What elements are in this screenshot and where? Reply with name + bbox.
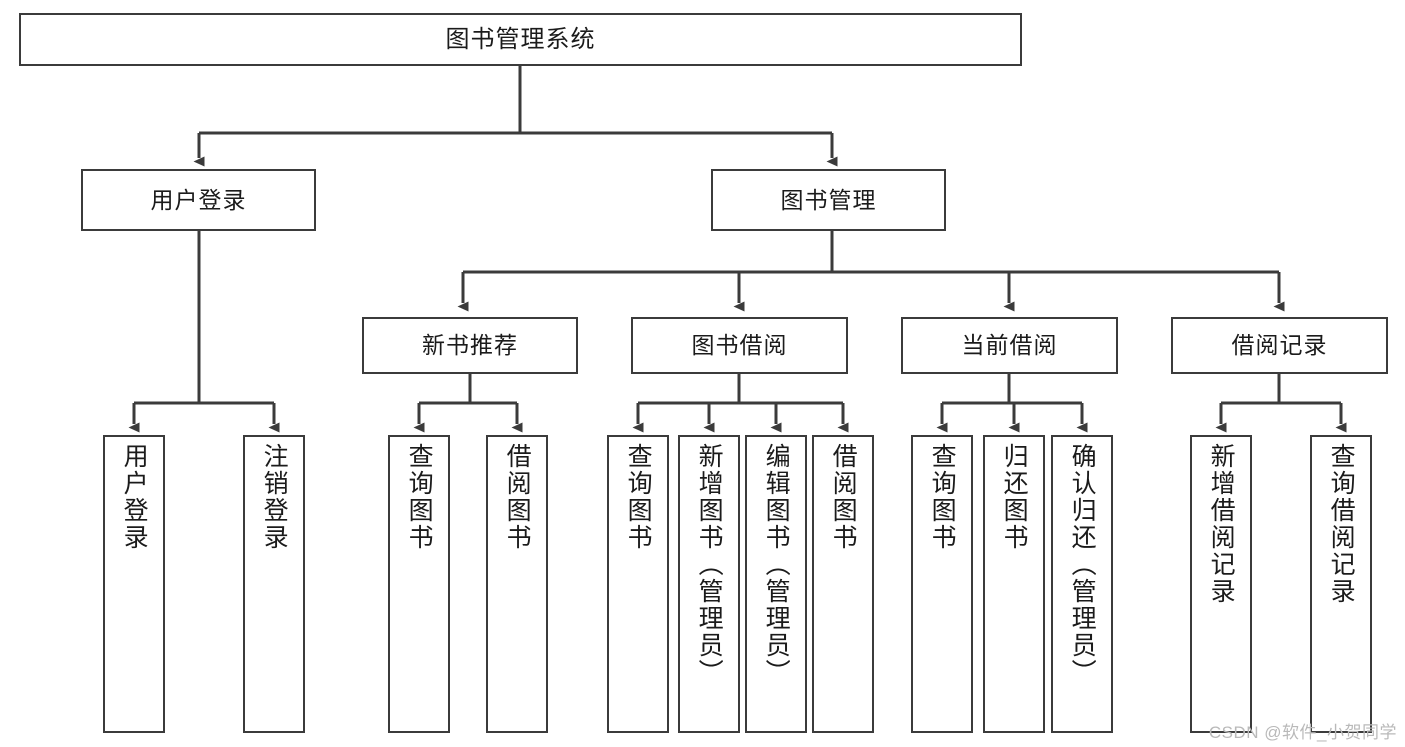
node-leaf-query-record[interactable]: 查询借阅记录 xyxy=(1310,435,1372,733)
node-leaf-borrow-book-1-label: 借阅图书 xyxy=(503,443,532,551)
node-leaf-edit-book-label: 编辑图书（管理员） xyxy=(762,443,791,686)
node-leaf-user-logout-label: 注销登录 xyxy=(260,443,289,551)
node-leaf-confirm-return-label: 确认归还（管理员） xyxy=(1068,443,1097,686)
node-book-borrow[interactable]: 图书借阅 xyxy=(631,317,848,374)
node-leaf-return-book[interactable]: 归还图书 xyxy=(983,435,1045,733)
node-leaf-borrow-book-2-label: 借阅图书 xyxy=(829,443,858,551)
node-leaf-add-book[interactable]: 新增图书（管理员） xyxy=(678,435,740,733)
node-leaf-add-record[interactable]: 新增借阅记录 xyxy=(1190,435,1252,733)
node-user-login[interactable]: 用户登录 xyxy=(81,169,316,231)
watermark: CSDN @软件_小贺同学 xyxy=(1208,723,1397,742)
node-leaf-query-book-3-label: 查询图书 xyxy=(928,443,957,551)
node-leaf-edit-book[interactable]: 编辑图书（管理员） xyxy=(745,435,807,733)
node-leaf-user-logout[interactable]: 注销登录 xyxy=(243,435,305,733)
node-leaf-confirm-return[interactable]: 确认归还（管理员） xyxy=(1051,435,1113,733)
node-leaf-user-login[interactable]: 用户登录 xyxy=(103,435,165,733)
node-current-borrow[interactable]: 当前借阅 xyxy=(901,317,1118,374)
node-leaf-borrow-book-1[interactable]: 借阅图书 xyxy=(486,435,548,733)
node-leaf-query-record-label: 查询借阅记录 xyxy=(1327,443,1356,605)
node-leaf-query-book-3[interactable]: 查询图书 xyxy=(911,435,973,733)
node-new-book-recommend[interactable]: 新书推荐 xyxy=(362,317,578,374)
node-current-borrow-label: 当前借阅 xyxy=(961,332,1058,359)
node-borrow-record-label: 借阅记录 xyxy=(1231,332,1328,359)
node-leaf-query-book-2-label: 查询图书 xyxy=(624,443,653,551)
node-leaf-add-book-label: 新增图书（管理员） xyxy=(695,443,724,686)
node-leaf-borrow-book-2[interactable]: 借阅图书 xyxy=(812,435,874,733)
node-new-book-recommend-label: 新书推荐 xyxy=(422,332,518,359)
node-leaf-query-book-1[interactable]: 查询图书 xyxy=(388,435,450,733)
node-book-borrow-label: 图书借阅 xyxy=(691,332,788,359)
node-leaf-query-book-2[interactable]: 查询图书 xyxy=(607,435,669,733)
node-root[interactable]: 图书管理系统 xyxy=(19,13,1022,66)
node-leaf-add-record-label: 新增借阅记录 xyxy=(1207,443,1236,605)
node-user-login-label: 用户登录 xyxy=(150,186,247,213)
node-root-label: 图书管理系统 xyxy=(445,25,596,53)
node-leaf-return-book-label: 归还图书 xyxy=(1000,443,1029,551)
node-book-manage[interactable]: 图书管理 xyxy=(711,169,946,231)
node-book-manage-label: 图书管理 xyxy=(780,186,877,213)
node-borrow-record[interactable]: 借阅记录 xyxy=(1171,317,1388,374)
node-leaf-query-book-1-label: 查询图书 xyxy=(405,443,434,551)
node-leaf-user-login-label: 用户登录 xyxy=(120,443,149,551)
